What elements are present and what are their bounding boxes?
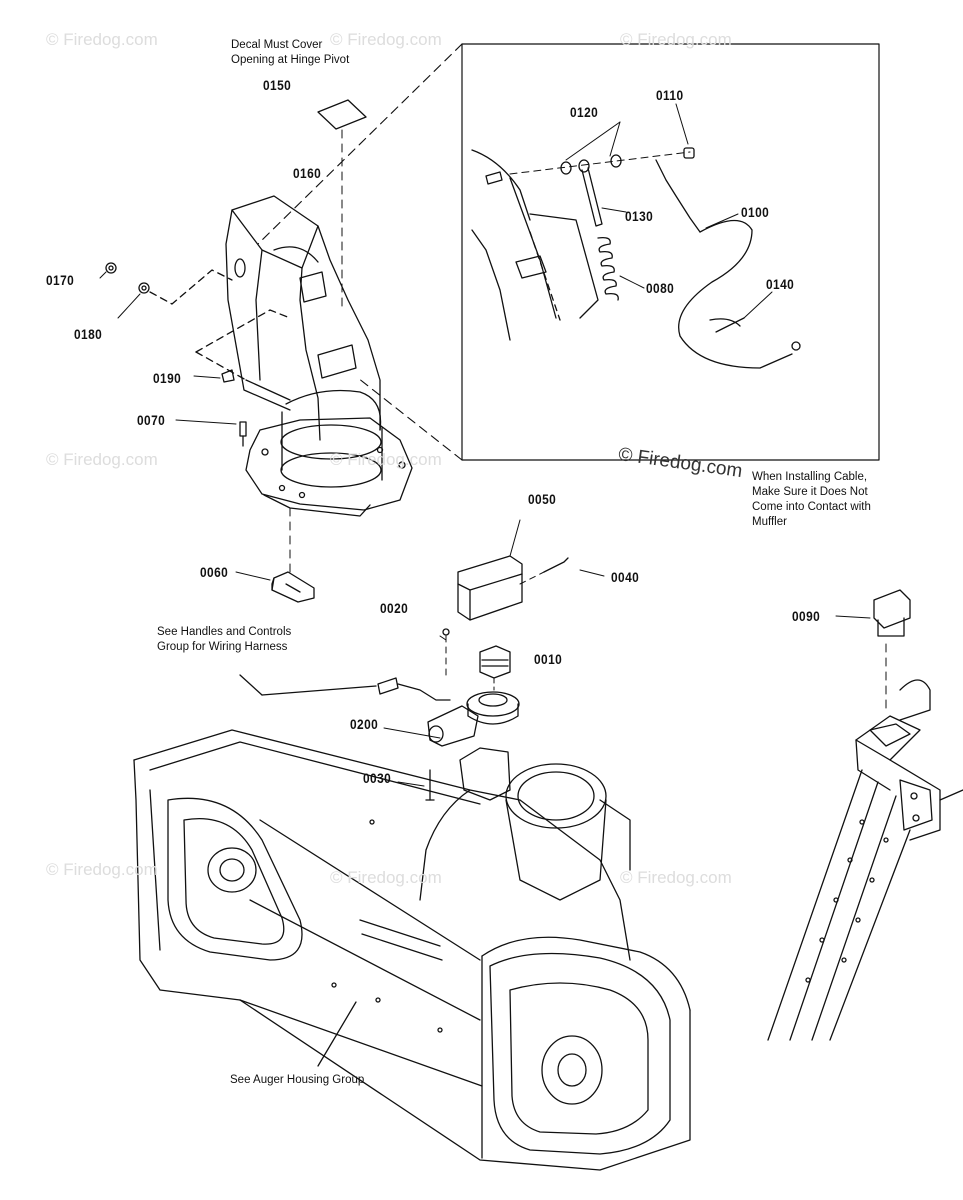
note-auger-line1: See Auger Housing Group <box>230 1074 365 1086</box>
decal-0150 <box>317 99 367 130</box>
part-label-0160: 0160 <box>293 165 322 181</box>
inset-contents <box>471 103 801 369</box>
part-label-0120: 0120 <box>570 104 599 120</box>
part-label-0130: 0130 <box>625 208 654 224</box>
part-label-0190: 0190 <box>153 370 182 386</box>
detail-inset-box <box>461 43 880 461</box>
part-label-0170: 0170 <box>46 272 75 288</box>
discharge-chute-0160 <box>225 195 413 517</box>
note-cable-line2: Make Sure it Does Not <box>752 486 868 498</box>
part-label-0150: 0150 <box>263 77 292 93</box>
watermark-text: © Firedog.com <box>46 450 158 469</box>
note-cable: When Installing Cable, Make Sure it Does… <box>752 470 871 530</box>
note-handles: See Handles and Controls Group for Wirin… <box>157 625 291 655</box>
part-label-0090: 0090 <box>792 608 821 624</box>
watermark-text: © Firedog.com <box>330 30 442 49</box>
part-label-0030: 0030 <box>363 770 392 786</box>
part-label-0110: 0110 <box>656 87 684 103</box>
part-label-0020: 0020 <box>380 600 409 616</box>
auger-housing <box>133 729 691 1171</box>
note-cable-line1: When Installing Cable, <box>752 471 868 483</box>
inset-callout-lines <box>257 43 463 461</box>
part-label-0100: 0100 <box>741 204 770 220</box>
watermark-text: © Firedog.com <box>330 450 442 469</box>
note-decal: Decal Must Cover Opening at Hinge Pivot <box>231 38 349 68</box>
hardware-left <box>99 262 291 447</box>
block-0060 <box>235 507 315 603</box>
watermark-text: © Firedog.com <box>620 30 732 49</box>
watermark-text: © Firedog.com <box>620 868 732 887</box>
part-label-0180: 0180 <box>74 326 103 342</box>
part-label-0200: 0200 <box>350 716 379 732</box>
part-label-0050: 0050 <box>528 491 557 507</box>
note-decal-line2: Opening at Hinge Pivot <box>231 54 350 66</box>
note-handles-line1: See Handles and Controls <box>157 626 292 638</box>
watermark-text: © Firedog.com <box>46 30 158 49</box>
note-cable-line3: Come into Contact with <box>752 501 871 513</box>
watermark-text: © Firedog.com <box>330 868 442 887</box>
note-handles-line2: Group for Wiring Harness <box>157 641 288 653</box>
part-label-0140: 0140 <box>766 276 795 292</box>
note-auger: See Auger Housing Group <box>230 1073 364 1088</box>
part-label-0010: 0010 <box>534 651 563 667</box>
part-label-0080: 0080 <box>646 280 675 296</box>
part-label-0070: 0070 <box>137 412 166 428</box>
part-label-0040: 0040 <box>611 569 640 585</box>
watermark-text: © Firedog.com <box>46 860 158 879</box>
gear-motor-assembly <box>239 628 520 801</box>
spring-0080 <box>597 236 619 301</box>
note-decal-line1: Decal Must Cover <box>231 39 323 51</box>
motor-cover-0050 <box>457 519 605 621</box>
part-label-0060: 0060 <box>200 564 229 580</box>
note-cable-line4: Muffler <box>752 516 787 528</box>
handle-frame <box>767 589 963 1041</box>
